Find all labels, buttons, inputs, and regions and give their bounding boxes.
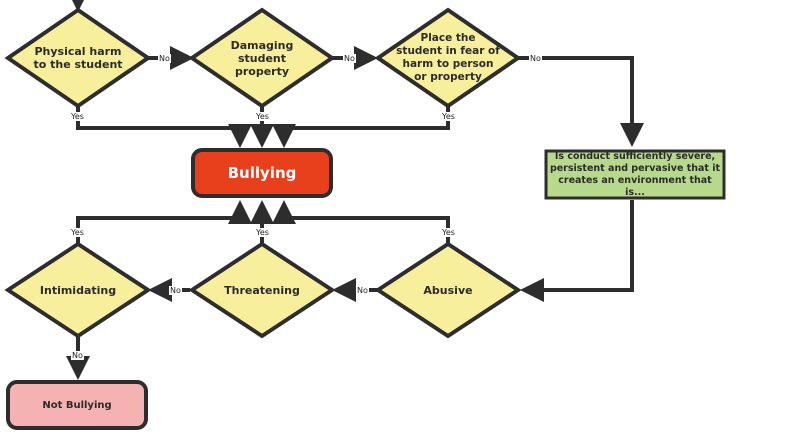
edge-fear-yes <box>272 106 450 148</box>
decision-damaging-property <box>188 7 336 109</box>
severe-conduct-label: Is conduct sufficiently severe, persiste… <box>549 150 721 198</box>
decision-intimidating <box>4 241 152 339</box>
edge-label-yes: Yes <box>255 112 270 121</box>
fear-of-harm-label: Place the student in fear of harm to per… <box>396 32 500 83</box>
edge-fear-to-question <box>518 56 644 147</box>
edge-label-yes: Yes <box>441 228 456 237</box>
edge-label-yes: Yes <box>255 228 270 237</box>
decision-physical-harm <box>4 7 152 109</box>
decision-fear-of-harm <box>374 7 522 109</box>
edge-label-no: No <box>71 351 84 360</box>
edge-label-no: No <box>158 54 171 63</box>
not-bullying-label: Not Bullying <box>42 399 112 411</box>
edge-label-yes: Yes <box>441 112 456 121</box>
result-not-bullying <box>6 380 148 430</box>
edge-abusive-yes <box>272 200 450 244</box>
physical-harm-label: Physical harm to the student <box>33 45 123 71</box>
bullying-label: Bullying <box>227 163 297 182</box>
edge-label-no: No <box>169 286 182 295</box>
result-bullying <box>191 148 333 198</box>
intimidating-label: Intimidating <box>39 283 117 297</box>
edge-intimidating-yes <box>76 200 252 244</box>
abusive-label: Abusive <box>423 283 473 297</box>
question-severe-conduct <box>544 149 726 200</box>
damaging-property-label: Damaging student property <box>230 38 294 78</box>
edge-label-yes: Yes <box>70 112 85 121</box>
threatening-label: Threatening <box>224 283 300 297</box>
edge-label-no: No <box>529 54 542 63</box>
edge-label-yes: Yes <box>70 228 85 237</box>
edge-label-no: No <box>343 54 356 63</box>
decision-threatening <box>188 241 336 339</box>
decision-abusive <box>374 241 522 339</box>
edge-label-no: No <box>356 286 369 295</box>
edge-physical-yes <box>76 106 252 148</box>
edge-question-to-abusive <box>520 200 634 302</box>
